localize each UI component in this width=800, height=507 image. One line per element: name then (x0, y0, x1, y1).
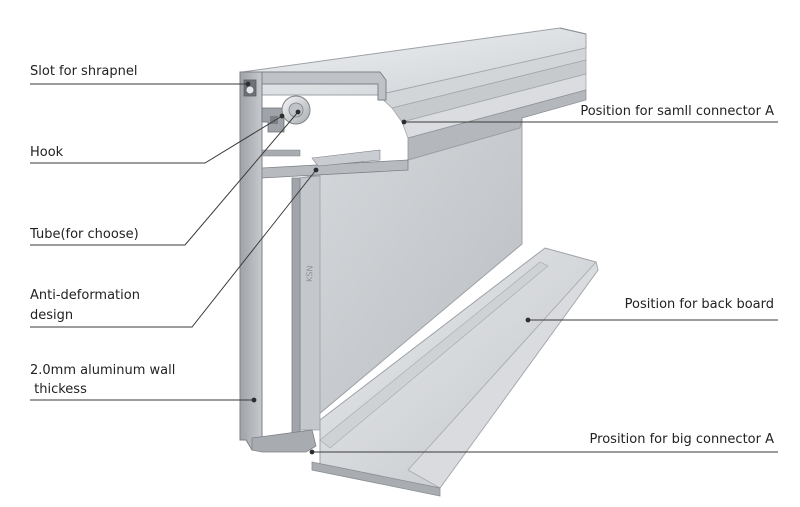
label-big-connector: Prosition for big connector A (589, 432, 774, 447)
label-tube: Tube(for choose) (30, 227, 139, 242)
leader-hook (30, 115, 283, 164)
label-small-connector: Position for samll connector A (580, 104, 774, 119)
label-anti-deformation-line2: design (30, 308, 74, 323)
profile-cross-section (239, 71, 409, 453)
label-anti-deformation: Anti-deformation (30, 288, 140, 303)
profile-lower-flange (311, 247, 599, 497)
profile-marking: KSN (305, 265, 315, 282)
leader-anti-deformation (30, 169, 317, 328)
leader-tube (30, 111, 299, 246)
label-back-board: Position for back board (624, 297, 774, 312)
label-slot-for-shrapnel: Slot for shrapnel (30, 64, 138, 79)
label-wall-thickness-line2: thickess (30, 382, 87, 397)
label-hook: Hook (30, 145, 64, 160)
label-wall-thickness: 2.0mm aluminum wall (30, 363, 176, 378)
leader-lines (30, 83, 778, 453)
leader-dots (245, 81, 531, 455)
